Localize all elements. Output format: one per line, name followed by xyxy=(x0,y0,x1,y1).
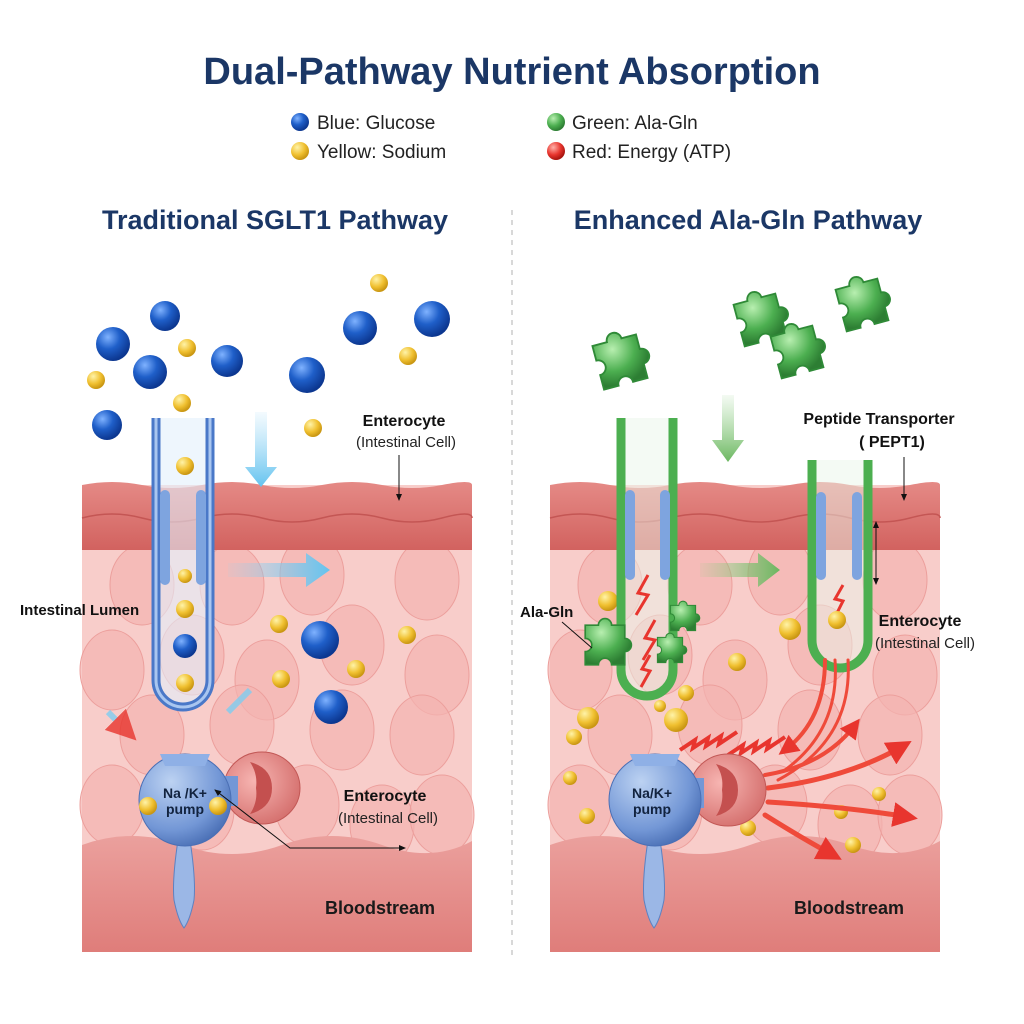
right-heading: Enhanced Ala-Gln Pathway xyxy=(574,205,923,235)
sodium-ion xyxy=(173,394,191,412)
pointer-line xyxy=(561,621,593,649)
glucose-molecule xyxy=(92,410,122,440)
glucose-molecule xyxy=(150,301,180,331)
alagln-puzzle-icon xyxy=(832,268,897,333)
diagonal-arrow-icon xyxy=(225,687,253,715)
membrane-line xyxy=(81,513,473,523)
bloodstream xyxy=(550,836,940,952)
pump-label-line1: Na/K+ xyxy=(632,785,672,801)
legend-alagln: Green: Ala-Gln xyxy=(572,113,698,134)
na-k-pump: Na/K+ pump xyxy=(608,753,767,929)
sodium-swatch-icon xyxy=(291,142,309,160)
membrane-line xyxy=(549,513,941,523)
sodium-ion xyxy=(598,591,618,611)
right-tissue xyxy=(547,482,943,952)
legend-sodium: Yellow: Sodium xyxy=(317,142,446,163)
sodium-ion xyxy=(270,615,288,633)
intestinal-lumen-label: Intestinal Lumen xyxy=(20,602,139,619)
down-arrow-icon xyxy=(712,395,744,462)
left-tissue xyxy=(79,482,475,952)
left-panel: Na /K+ pump Enterocyte (Intestinal Cell)… xyxy=(20,274,456,929)
glucose-molecule xyxy=(414,301,450,337)
sodium-ion xyxy=(664,708,688,732)
sodium-ion xyxy=(399,347,417,365)
glucose-molecule xyxy=(133,355,167,389)
right-panel: Na/K+ pump Peptide Transporter ( PEPT1) … xyxy=(520,268,975,929)
energy-zigzag-icon xyxy=(678,730,739,753)
alagln-transporter xyxy=(584,418,701,701)
enterocyte-label-bottom: Enterocyte xyxy=(344,788,427,805)
sodium-ion xyxy=(87,371,105,389)
cell-icon xyxy=(79,629,145,711)
sodium-ion xyxy=(779,618,801,640)
legend-atp: Red: Energy (ATP) xyxy=(572,142,731,163)
enterocyte-label-right: Enterocyte xyxy=(879,613,962,630)
membrane xyxy=(82,482,472,550)
glucose-molecule xyxy=(289,357,325,393)
membrane xyxy=(550,482,940,550)
glucose-molecule xyxy=(211,345,243,377)
sodium-ion xyxy=(579,808,595,824)
atp-swatch-icon xyxy=(547,142,565,160)
sodium-ion xyxy=(577,707,599,729)
sodium-ion xyxy=(678,685,694,701)
glucose-swatch-icon xyxy=(291,113,309,131)
alagln-label: Ala-Gln xyxy=(520,604,573,621)
sodium-ion xyxy=(347,660,365,678)
pept1-sublabel: ( PEPT1) xyxy=(859,434,925,451)
down-arrow-icon xyxy=(245,412,277,487)
right-arrow-icon xyxy=(228,553,330,587)
pump-label-line1: Na /K+ xyxy=(163,785,207,801)
sodium-ion xyxy=(563,771,577,785)
pept1-transporter xyxy=(807,460,873,673)
sodium-ion xyxy=(728,653,746,671)
energy-zigzag-icon xyxy=(726,735,787,758)
sodium-ion xyxy=(398,626,416,644)
pept1-label: Peptide Transporter xyxy=(803,411,954,428)
alagln-swatch-icon xyxy=(547,113,565,131)
pump-label-line2: pump xyxy=(633,801,671,817)
sodium-ion xyxy=(566,729,582,745)
sodium-ion xyxy=(654,700,666,712)
cell-icon xyxy=(389,694,455,776)
left-heading: Traditional SGLT1 Pathway xyxy=(102,205,448,235)
bloodstream xyxy=(82,836,472,952)
bloodstream-label-left: Bloodstream xyxy=(325,898,435,918)
diagonal-arrow-icon xyxy=(104,708,137,741)
glucose-molecule xyxy=(96,327,130,361)
cell-icon xyxy=(394,539,460,621)
cell-icon xyxy=(862,539,928,621)
legend-glucose: Blue: Glucose xyxy=(317,113,435,134)
sodium-ion xyxy=(872,787,886,801)
right-arrow-icon xyxy=(700,553,780,587)
sodium-ion xyxy=(272,670,290,688)
sodium-ion xyxy=(845,837,861,853)
sodium-ion xyxy=(304,419,322,437)
enterocyte-sublabel-bottom: (Intestinal Cell) xyxy=(338,810,438,827)
enterocyte-sublabel-right: (Intestinal Cell) xyxy=(875,635,975,652)
atp-flow-arrows xyxy=(762,658,918,860)
bloodstream-label-right: Bloodstream xyxy=(794,898,904,918)
page-title: Dual-Pathway Nutrient Absorption xyxy=(203,51,820,93)
cell-icon xyxy=(547,764,613,846)
pump-label-line2: pump xyxy=(166,801,204,817)
sodium-ion xyxy=(740,820,756,836)
cell-icon xyxy=(79,764,145,846)
na-k-pump: Na /K+ pump xyxy=(138,751,301,929)
sodium-ion xyxy=(178,339,196,357)
pointer-line xyxy=(214,789,406,851)
legend: Blue: Glucose Yellow: Sodium Green: Ala-… xyxy=(291,113,731,163)
alagln-puzzle-icon xyxy=(589,324,656,391)
glucose-molecule xyxy=(301,621,339,659)
sodium-ion xyxy=(370,274,388,292)
sglt1-transporter xyxy=(151,418,215,712)
enterocyte-sublabel-top: (Intestinal Cell) xyxy=(356,434,456,451)
glucose-molecule xyxy=(343,311,377,345)
glucose-molecule xyxy=(314,690,348,724)
enterocyte-label-top: Enterocyte xyxy=(363,413,446,430)
